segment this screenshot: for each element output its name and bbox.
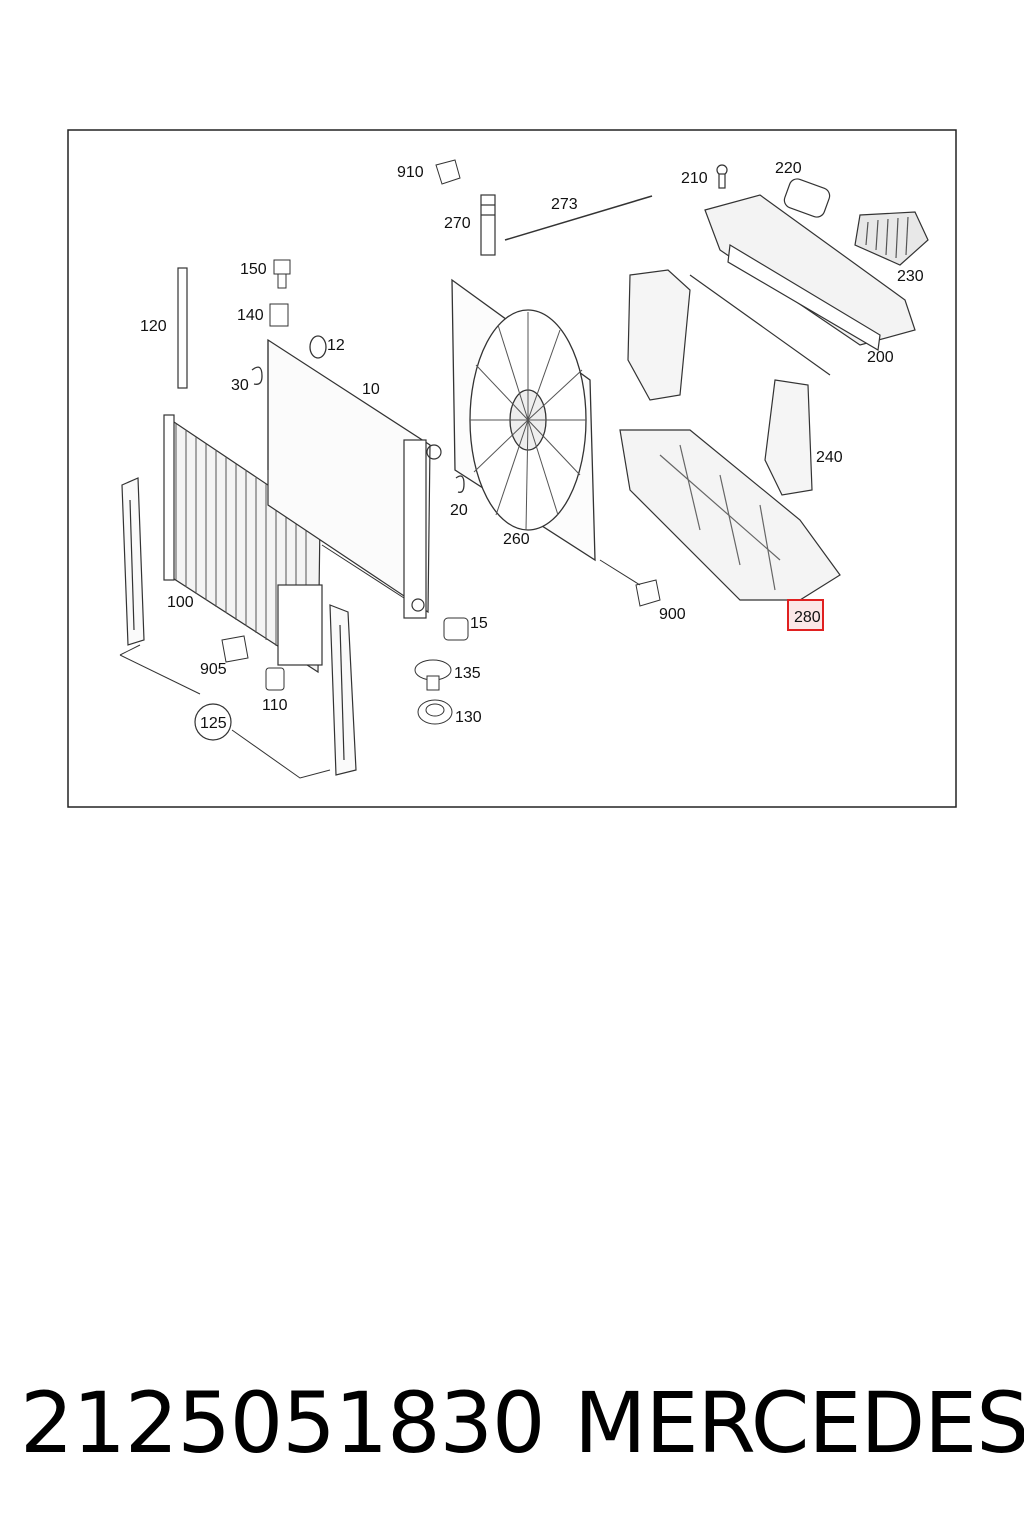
label-910: 910 [397,164,424,181]
label-30: 30 [231,377,249,394]
clip-part-20 [455,475,465,493]
screw-part-270 [480,194,496,256]
clip-part-220 [783,178,831,218]
label-130: 130 [455,709,482,726]
cap-part-135 [414,659,452,691]
label-230: 230 [897,268,924,285]
duct-insert-part-230 [854,211,929,266]
air-duct-part-200 [704,194,916,351]
air-guide-part-280 [619,429,841,601]
condenser-part-100 [163,414,323,674]
plug-part-110 [265,667,285,691]
label-135: 135 [454,665,481,682]
rod-part-120 [177,267,188,389]
clip-part-30 [251,366,263,385]
label-905: 905 [200,661,227,678]
sticker-part-910 [435,159,461,185]
label-900: 900 [659,606,686,623]
leader-lines-125 [119,544,641,779]
bracket-right [329,604,357,776]
label-210: 210 [681,170,708,187]
label-12: 12 [327,337,345,354]
label-100: 100 [167,594,194,611]
callout-circle-125 [194,703,232,741]
label-220: 220 [775,160,802,177]
label-20: 20 [450,502,468,519]
cap-part-130 [417,699,453,725]
label-273: 273 [551,196,578,213]
label-110: 110 [262,697,288,714]
label-125: 125 [200,715,227,732]
sensor-part-15 [443,617,469,641]
label-270: 270 [444,215,471,232]
part-number-caption: 2125051830 [20,1374,545,1472]
label-260: 260 [503,531,530,548]
label-280: 280 [794,609,821,626]
brand-caption: MERCEDES [574,1374,1024,1472]
label-150: 150 [240,261,267,278]
fan-shroud-part-260 [451,278,596,562]
air-guide-part-240 [627,269,831,496]
label-140: 140 [237,307,264,324]
label-240: 240 [816,449,843,466]
bracket-left [121,477,145,646]
label-120: 120 [140,318,167,335]
sticker-part-905 [221,635,249,663]
ring-part-12 [309,335,327,359]
clip-part-210 [716,164,728,189]
clip-part-150 [273,259,291,289]
radiator-part-10 [267,338,442,619]
clip-part-140 [269,303,289,327]
label-10: 10 [362,381,380,398]
label-15: 15 [470,615,488,632]
label-200: 200 [867,349,894,366]
sticker-part-900 [635,579,661,607]
highlight-box-280 [787,599,824,631]
cable-part-273 [504,195,653,241]
